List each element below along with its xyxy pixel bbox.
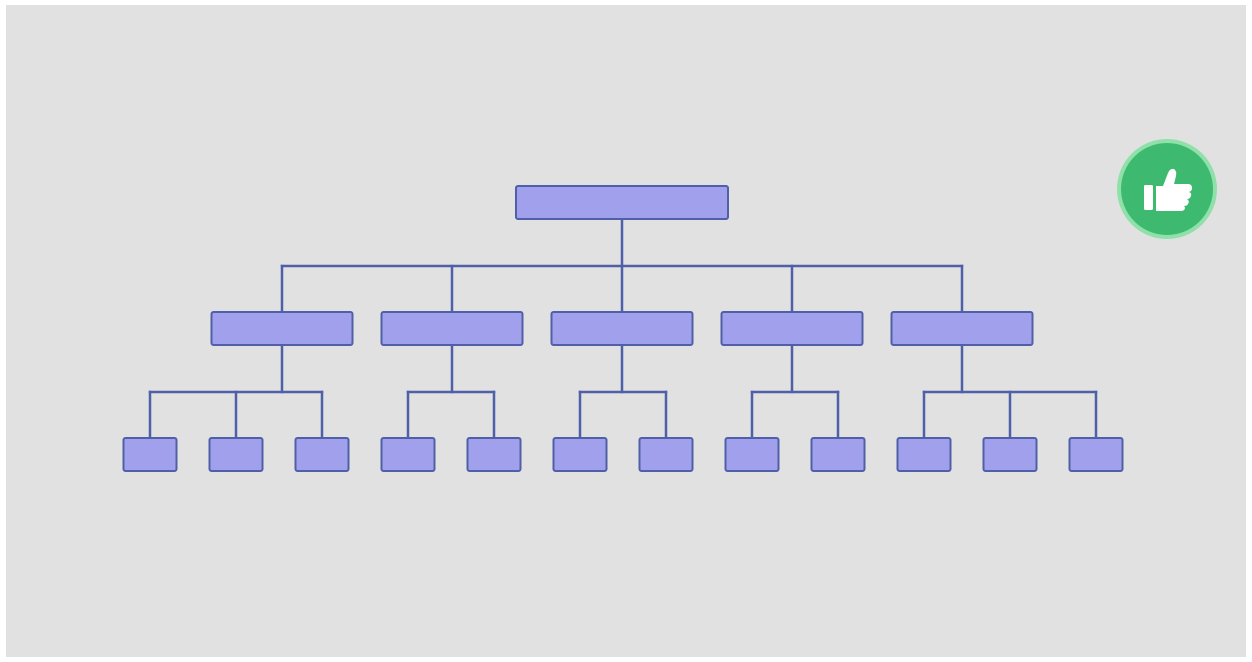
root-node[interactable] <box>515 185 729 220</box>
leaf-node[interactable] <box>982 437 1038 472</box>
thumbs-up-icon <box>1144 168 1192 211</box>
leaf-node[interactable] <box>380 437 436 472</box>
connector-lines <box>148 217 1098 440</box>
leaf-node[interactable] <box>122 437 178 472</box>
leaf-node[interactable] <box>294 437 350 472</box>
approve-badge[interactable] <box>1117 139 1217 239</box>
org-chart <box>122 185 1124 472</box>
diagram-canvas <box>6 5 1246 657</box>
leaf-node[interactable] <box>1068 437 1124 472</box>
mid-node[interactable] <box>890 311 1034 346</box>
mid-node[interactable] <box>720 311 864 346</box>
mid-node[interactable] <box>550 311 694 346</box>
leaf-node[interactable] <box>810 437 866 472</box>
mid-node[interactable] <box>380 311 524 346</box>
leaf-node[interactable] <box>552 437 608 472</box>
leaf-node[interactable] <box>896 437 952 472</box>
mid-node[interactable] <box>210 311 354 346</box>
leaf-node[interactable] <box>638 437 694 472</box>
chart-nodes <box>122 185 1124 472</box>
leaf-node[interactable] <box>724 437 780 472</box>
leaf-node[interactable] <box>208 437 264 472</box>
leaf-node[interactable] <box>466 437 522 472</box>
